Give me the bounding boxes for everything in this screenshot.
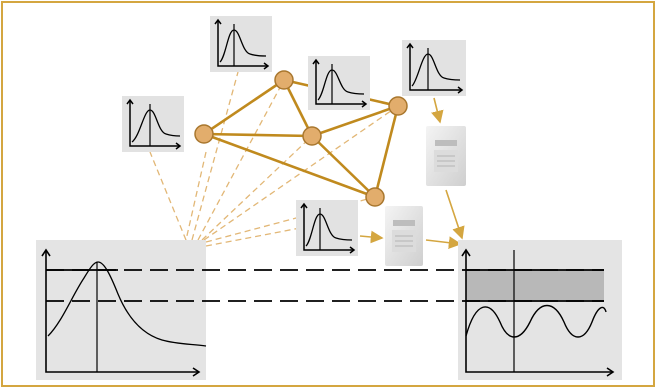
network-node[interactable] <box>274 70 294 90</box>
small-panel <box>210 16 272 72</box>
input-distribution-panel <box>36 240 207 380</box>
arrow-meter-to-output <box>425 236 462 250</box>
small-panel-arrow <box>457 86 464 94</box>
small-panel-arrow <box>175 142 182 150</box>
big-panel-arrow <box>461 248 471 257</box>
dashed-link <box>191 71 239 241</box>
network-node[interactable] <box>388 96 408 116</box>
small-panel-axes <box>409 44 462 91</box>
meter-device <box>385 206 423 266</box>
small-panel-arrow <box>312 58 320 65</box>
small-panel <box>308 56 370 110</box>
meter-display <box>435 140 457 146</box>
small-panel-bg <box>402 40 466 96</box>
network-node[interactable] <box>302 126 322 146</box>
big-panel-axes <box>45 250 198 373</box>
small-panel-curve <box>305 213 353 247</box>
small-panel-axes <box>217 20 268 67</box>
small-panel-arrow <box>349 246 356 254</box>
small-panel-arrow <box>406 42 414 49</box>
arrows <box>359 97 465 250</box>
small-panel-curve <box>317 69 365 101</box>
arrow-panel-to-meter <box>359 230 384 244</box>
small-panel-bg <box>296 200 358 256</box>
oscillation-curve <box>465 304 607 338</box>
small-panel-arrow <box>214 18 222 25</box>
small-panel-curve <box>131 109 181 143</box>
big-panel-axes <box>465 250 612 373</box>
arrow-meter-to-output <box>445 189 465 240</box>
dashed-link <box>197 79 285 241</box>
small-panel-arrow <box>361 100 368 108</box>
threshold-lines <box>46 269 604 302</box>
big-panel-arrow <box>192 367 201 377</box>
threshold-solid-segments <box>46 269 604 302</box>
meter-display <box>393 220 415 226</box>
dashed-link <box>205 227 301 247</box>
network-edge <box>203 132 313 138</box>
small-panel-bg <box>210 16 272 72</box>
small-panel-axes <box>129 100 180 147</box>
small-panel-curve <box>411 53 461 87</box>
dashed-link <box>201 135 313 241</box>
dashed-link <box>185 151 207 241</box>
network-edge <box>203 132 376 199</box>
big-panel-arrow <box>606 367 615 377</box>
output-band-panel <box>458 240 622 380</box>
big-panel-bg <box>36 240 206 380</box>
big-panel-arrow <box>41 248 51 257</box>
network-edge <box>311 104 399 138</box>
small-panel-bg <box>122 96 184 152</box>
small-panel <box>296 200 358 256</box>
network-node[interactable] <box>194 124 214 144</box>
small-panel-bg <box>308 56 370 110</box>
small-panel <box>122 96 184 152</box>
small-panel-arrow <box>126 98 134 105</box>
small-panel-axes <box>315 60 366 105</box>
arrow-panel-to-meter <box>431 97 444 124</box>
meter-device <box>426 126 466 186</box>
network-edge <box>311 135 376 198</box>
network-node[interactable] <box>365 187 385 207</box>
small-panel-arrow <box>300 202 308 209</box>
network-edge <box>203 78 285 136</box>
small-panel-arrow <box>263 62 270 70</box>
network-edge <box>282 79 314 137</box>
small-panel-curve <box>219 29 267 63</box>
big-panel-bg <box>458 240 622 380</box>
dashed-link <box>149 151 187 241</box>
tolerance-band <box>466 270 604 300</box>
network-edge <box>373 105 400 198</box>
small-panel <box>402 40 466 96</box>
network-nodes <box>194 70 408 207</box>
small-panel-axes <box>303 204 354 251</box>
